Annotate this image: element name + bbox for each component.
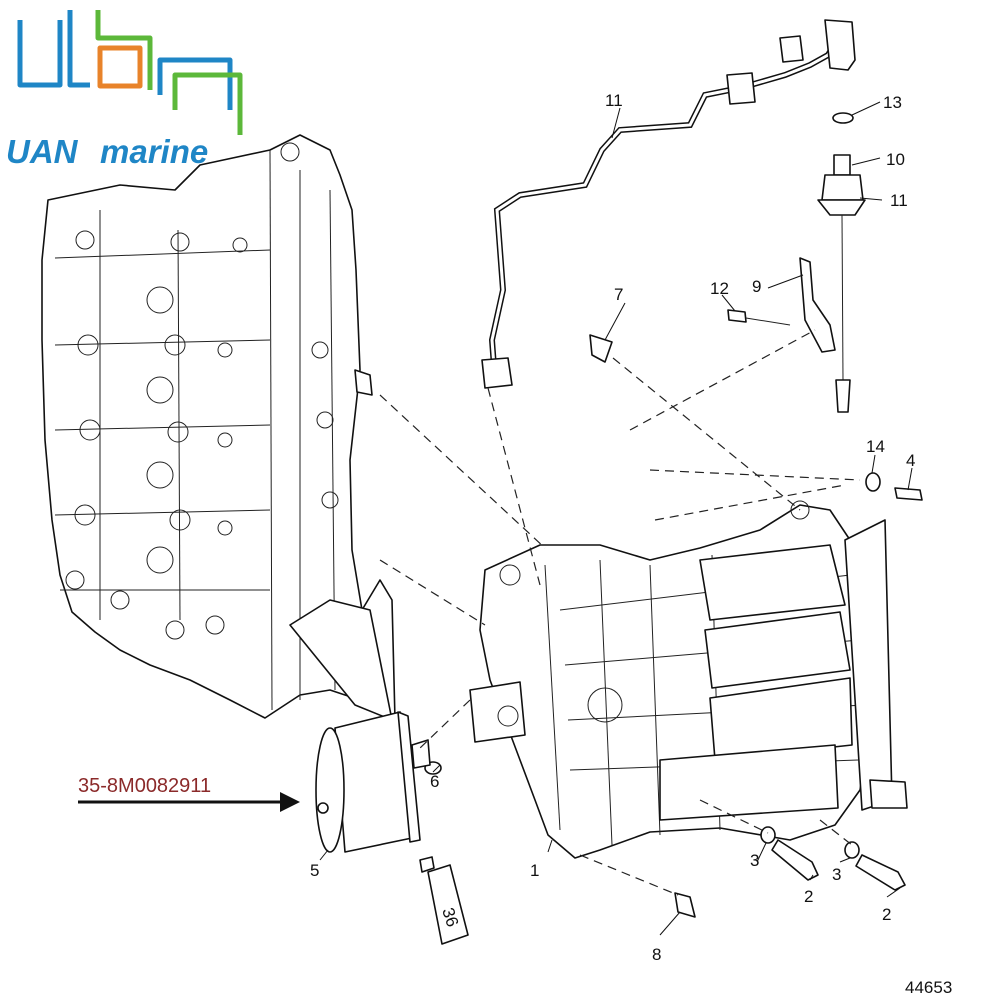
uhn-line-logo-icon [17,10,243,135]
callout-7: 11 [890,191,908,210]
kit-part-number: 35-8M0082911 [78,775,211,797]
intake-manifold-illustration [469,500,908,859]
callout-14: 14 [866,437,885,456]
callout-2-left: 2 [804,887,813,906]
callout-4: 4 [906,451,915,470]
callout-13: 13 [883,93,902,112]
callout-5: 9 [752,277,761,296]
callout-8: 11 [605,91,623,110]
callout-3-right: 3 [832,865,841,884]
callout-labels: 11 13 10 11 9 12 7 14 4 1 3 2 3 2 8 6 5 [310,91,915,964]
sensor-parts-illustration [589,112,923,918]
sealant-tube-illustration: 36 [419,856,469,945]
callout-6: 10 [886,150,905,169]
arrow-right-icon [280,792,300,812]
callout-12: 12 [710,279,729,298]
brand-name-part2: marine [100,133,208,170]
callout-9: 5 [310,861,319,880]
hose-assembly-illustration [481,19,856,389]
bolts-illustration [760,826,906,891]
callout-11-bottom: 8 [652,945,661,964]
callout-1: 1 [530,861,539,880]
brand-logo: UAN marine [6,10,243,170]
diagram-reference-number: 44653 [905,978,952,997]
brand-name-part1: UAN [6,133,79,170]
callout-10: 6 [430,772,439,791]
sealant-tube-label: 36 [438,905,462,929]
engine-block-illustration [41,134,396,721]
callout-2-right: 2 [882,905,891,924]
callout-leaders [319,101,913,936]
assembly-dash-lines [379,329,861,896]
kit-part-number-callout: 35-8M0082911 [78,775,300,812]
callout-3-left: 3 [750,851,759,870]
throttle-cover-illustration [315,711,442,853]
callout-11-top: 7 [614,285,623,304]
